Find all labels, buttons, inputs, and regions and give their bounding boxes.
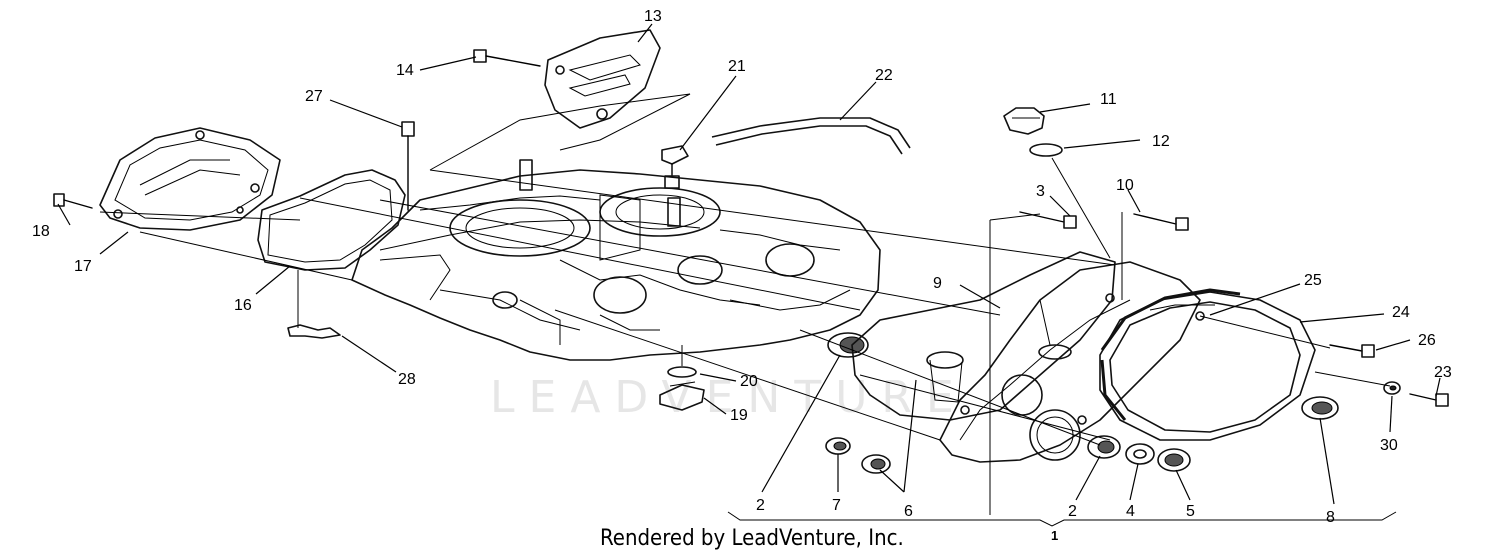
callout-26: 26 <box>1418 332 1436 349</box>
bolt-23 <box>1409 393 1449 407</box>
callout-10: 10 <box>1116 177 1134 194</box>
bracket-13 <box>544 29 661 129</box>
callout-23: 23 <box>1434 364 1452 381</box>
callout-14: 14 <box>396 62 414 79</box>
bolt-26 <box>1329 344 1375 358</box>
crankcase-gasket <box>257 169 406 271</box>
callout-27: 27 <box>305 88 323 105</box>
hose-22 <box>711 117 911 155</box>
drain-plug-19 <box>659 381 705 411</box>
callout-17: 17 <box>74 258 92 275</box>
washer-12 <box>1029 143 1063 157</box>
callout-12: 12 <box>1152 133 1170 150</box>
bearing-6 <box>861 454 891 474</box>
right-case-gasket <box>851 251 1116 421</box>
callout-21: 21 <box>728 58 746 75</box>
callout-28: 28 <box>398 371 416 388</box>
fitting-21 <box>661 145 689 176</box>
washer-30 <box>1383 381 1401 395</box>
callout-6: 6 <box>904 503 913 520</box>
callout-1: 1 <box>1051 528 1058 543</box>
right-crankcase-half <box>926 261 1201 463</box>
cover-gasket-25 <box>1100 288 1241 351</box>
callout-2-right: 2 <box>1068 503 1077 520</box>
callout-labels: 13 14 27 21 22 11 12 3 10 9 25 24 26 23 … <box>32 8 1452 543</box>
callout-11: 11 <box>1100 91 1117 108</box>
callout-8: 8 <box>1326 509 1335 526</box>
bearing-7 <box>825 437 851 455</box>
render-credit: Rendered by LeadVenture, Inc. <box>600 526 904 551</box>
callout-18: 18 <box>32 223 50 240</box>
watermark-text: LEADVENTURE <box>490 372 968 423</box>
clip-28 <box>287 324 341 339</box>
callout-4: 4 <box>1126 503 1135 520</box>
callout-2-left: 2 <box>756 497 765 514</box>
callout-25: 25 <box>1304 272 1322 289</box>
callout-5: 5 <box>1186 503 1195 520</box>
callout-3: 3 <box>1036 183 1045 200</box>
callout-30: 30 <box>1380 437 1398 454</box>
callout-13: 13 <box>644 8 662 25</box>
bolt-10 <box>1133 213 1189 231</box>
washer-20 <box>667 366 697 378</box>
callout-24: 24 <box>1392 304 1410 321</box>
callout-16: 16 <box>234 297 252 314</box>
alignment-lines <box>99 157 1391 515</box>
left-side-cover <box>99 127 281 231</box>
bolt-14 <box>473 49 541 67</box>
oil-filler-cap-11 <box>1003 107 1045 135</box>
washer-4 <box>1125 443 1155 465</box>
callout-9: 9 <box>933 275 942 292</box>
assembly-1-bracket <box>727 511 1397 527</box>
callout-7: 7 <box>832 497 841 514</box>
bearing-5 <box>1157 448 1191 472</box>
bracket-guide-outline <box>429 93 691 171</box>
callout-22: 22 <box>875 67 893 84</box>
oil-seal-2-right <box>1087 435 1121 459</box>
bolt-27 <box>401 121 415 211</box>
callout-19: 19 <box>730 407 748 424</box>
leader-lines <box>57 23 1441 505</box>
bearing-8 <box>1301 396 1339 420</box>
callout-20: 20 <box>740 373 758 390</box>
